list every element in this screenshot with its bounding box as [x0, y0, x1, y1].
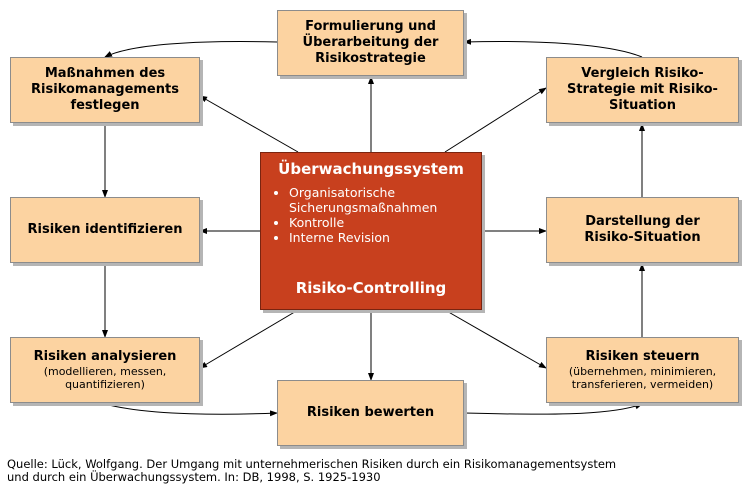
box-risiken-steuern: Risiken steuern (übernehmen, minimieren,…	[546, 337, 739, 403]
box-formulierung-risikostrategie: Formulierung und Überarbeitung der Risik…	[277, 10, 464, 76]
arrow-central-to-massnahmen	[199, 95, 299, 153]
source-line: und durch ein Überwachungssystem. In: DB…	[7, 470, 381, 484]
box-text-line: Überarbeitung der	[302, 35, 439, 50]
box-title: Risiken steuern	[585, 349, 700, 364]
box-text-line: Vergleich Risiko-	[581, 66, 704, 81]
arrow-analysieren-to-bewerten	[104, 403, 278, 417]
box-title: Risiken analysieren	[33, 349, 177, 364]
box-massnahmen-festlegen: Maßnahmen des Risikomanagements festlege…	[10, 57, 200, 123]
arrow-central-to-steuern	[444, 309, 547, 369]
arrow-strategie-to-massnahmen	[104, 41, 278, 58]
box-text-line: festlegen	[70, 98, 140, 113]
box-text-line: Risiko-Situation	[584, 230, 701, 245]
box-subtitle-line: (übernehmen, minimieren,	[568, 365, 717, 378]
box-text-line: Risikomanagements	[31, 82, 179, 97]
central-list-item: Organisatorische Sicherungsmaßnahmen	[289, 185, 473, 215]
central-list-item: Kontrolle	[289, 215, 473, 230]
source-citation: Quelle: Lück, Wolfgang. Der Umgang mit u…	[7, 458, 616, 484]
box-text-line: Situation	[609, 98, 676, 113]
box-text-line: Risiken identifizieren	[27, 222, 183, 237]
central-list: Organisatorische Sicherungsmaßnahmen Kon…	[269, 185, 473, 245]
box-text-line: Risiken bewerten	[306, 405, 435, 420]
central-title: Überwachungssystem	[278, 160, 464, 178]
box-subtitle-line: transferieren, vermeiden)	[571, 378, 714, 391]
box-risiken-analysieren: Risiken analysieren (modellieren, messen…	[10, 337, 200, 403]
box-text-line: Darstellung der	[585, 214, 700, 229]
box-vergleich-strategie-situation: Vergleich Risiko- Strategie mit Risiko- …	[546, 57, 739, 123]
box-subtitle-line: quantifizieren)	[65, 378, 145, 391]
box-text-line: Strategie mit Risiko-	[567, 82, 718, 97]
arrow-central-to-vergleich	[444, 87, 547, 153]
arrow-bewerten-to-steuern	[463, 403, 643, 415]
box-text-line: Formulierung und	[305, 19, 436, 34]
source-line: Quelle: Lück, Wolfgang. Der Umgang mit u…	[7, 457, 617, 471]
arrow-vergleich-to-strategie	[463, 38, 643, 58]
central-bottom-label: Risiko-Controlling	[295, 279, 447, 297]
box-risiken-identifizieren: Risiken identifizieren	[10, 197, 200, 263]
box-text-line: Risikostrategie	[315, 51, 426, 66]
box-subtitle-line: (modellieren, messen,	[43, 365, 167, 378]
box-text-line: Maßnahmen des	[44, 66, 166, 81]
central-list-item: Interne Revision	[289, 230, 473, 245]
box-darstellung-risiko-situation: Darstellung der Risiko-Situation	[546, 197, 739, 263]
box-risiken-bewerten: Risiken bewerten	[277, 380, 464, 446]
arrow-central-to-analysieren	[199, 309, 299, 369]
central-box-ueberwachungssystem: Überwachungssystem Organisatorische Sich…	[260, 152, 482, 310]
